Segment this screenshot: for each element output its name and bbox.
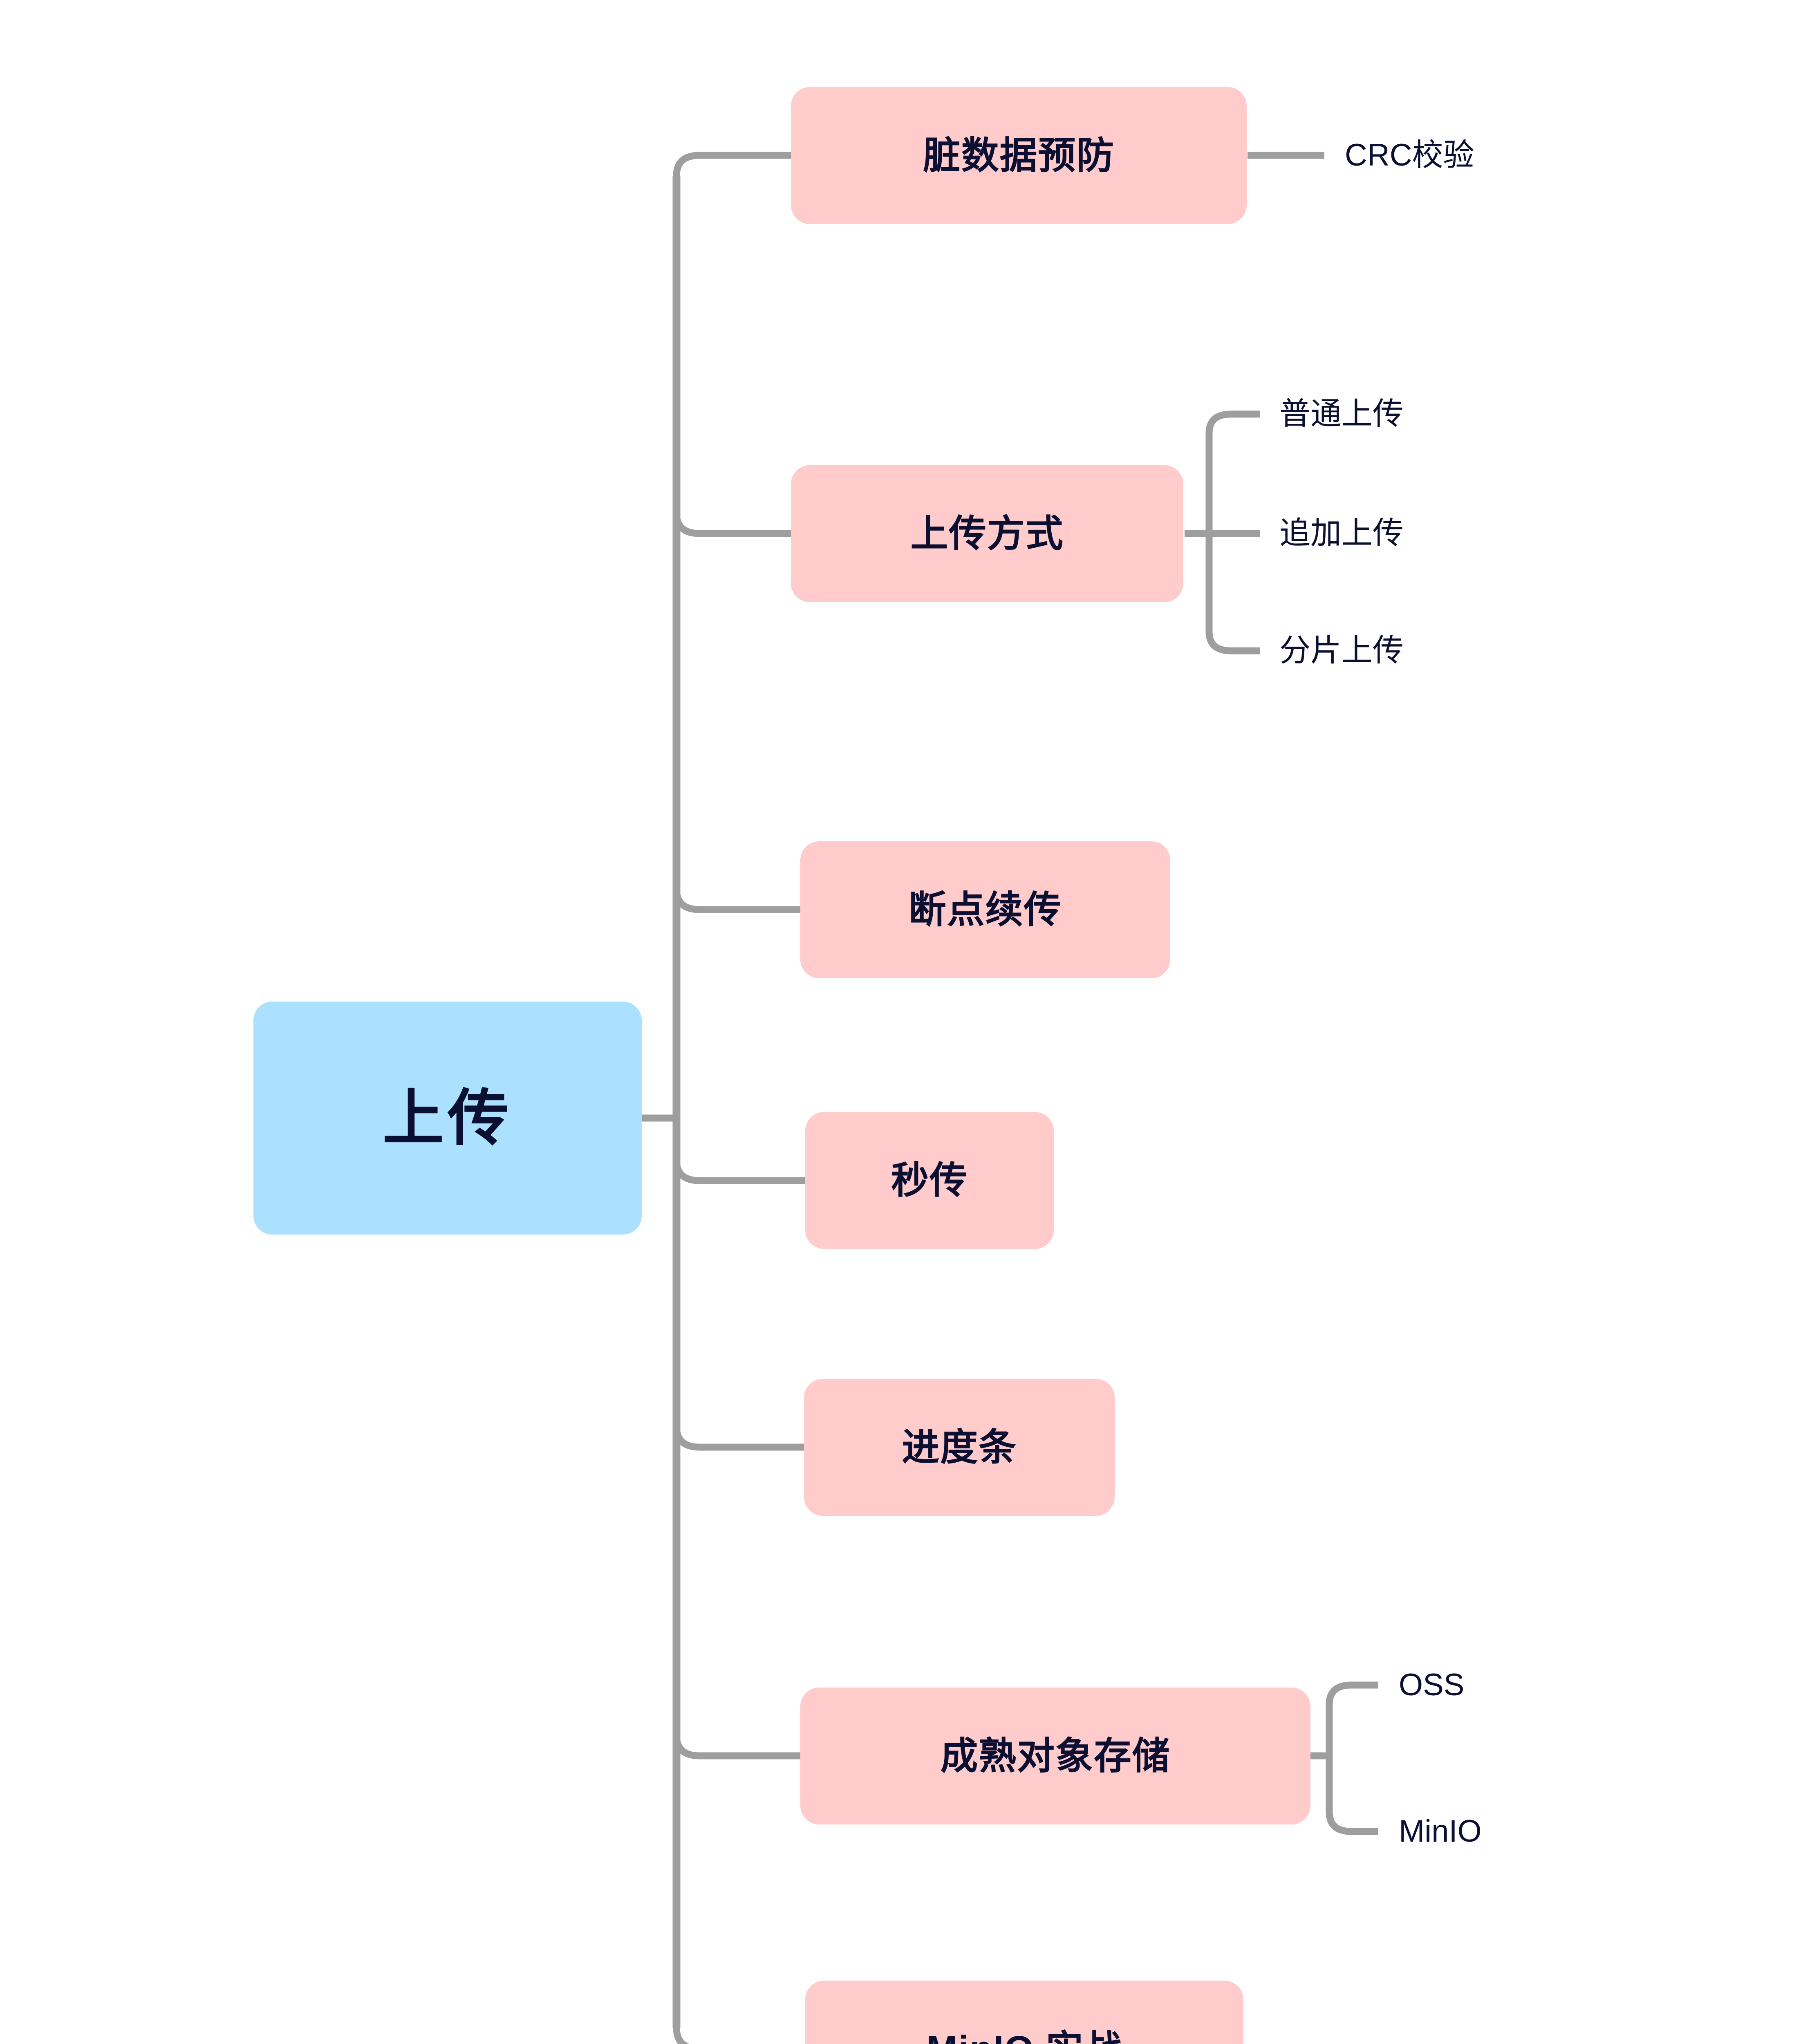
mindmap-topic-progress-bar[interactable]: 进度条 bbox=[804, 1379, 1115, 1516]
wire-branch-2 bbox=[673, 889, 801, 913]
mindmap-topic-label: 上传方式 bbox=[910, 513, 1064, 555]
wire-branch-5 bbox=[673, 1735, 801, 1759]
mindmap-topic-label: 进度条 bbox=[902, 1426, 1017, 1468]
mindmap-leaf-normal-upload[interactable]: 普通上传 bbox=[1279, 397, 1404, 431]
mindmap-topic-label: 成熟对象存储 bbox=[940, 1735, 1171, 1777]
wire-branch-4 bbox=[673, 1426, 805, 1451]
wire-sub-1-2 bbox=[1205, 631, 1260, 654]
wire-sub-1-0 bbox=[1205, 410, 1260, 434]
wire-branch-3 bbox=[673, 1160, 807, 1184]
mindmap-root-node[interactable]: 上传 bbox=[253, 1002, 642, 1235]
mindmap-topic-instant-upload[interactable]: 秒传 bbox=[805, 1112, 1054, 1249]
mindmap-topic-minio-practice[interactable]: MinIO 实战 bbox=[805, 1981, 1243, 2044]
mindmap-topic-object-storage[interactable]: 成熟对象存储 bbox=[800, 1688, 1310, 1824]
mindmap-topic-dirty-data-prevention[interactable]: 脏数据预防 bbox=[791, 87, 1247, 224]
mindmap-topic-label: MinIO 实战 bbox=[926, 2031, 1122, 2044]
mindmap-topic-upload-methods[interactable]: 上传方式 bbox=[791, 465, 1183, 602]
wire-branch-1 bbox=[673, 513, 797, 537]
mindmap-topic-label: 秒传 bbox=[891, 1159, 968, 1201]
mindmap-topic-label: 脏数据预防 bbox=[923, 134, 1115, 177]
mindmap-topic-resumable-upload[interactable]: 断点续传 bbox=[800, 841, 1170, 978]
mindmap-topic-label: 断点续传 bbox=[908, 889, 1062, 931]
mindmap-leaf-multipart-upload[interactable]: 分片上传 bbox=[1279, 633, 1404, 668]
wire-branch-6 bbox=[673, 2027, 690, 2044]
mindmap-leaf-minio[interactable]: MinIO bbox=[1399, 1814, 1482, 1849]
mindmap-leaf-oss[interactable]: OSS bbox=[1399, 1667, 1465, 1702]
wire-branch-0 bbox=[673, 152, 797, 176]
wire-sub-5-0 bbox=[1326, 1681, 1378, 1705]
mindmap-root-label: 上传 bbox=[382, 1084, 513, 1152]
mindmap-leaf-crc-check[interactable]: CRC校验 bbox=[1345, 138, 1474, 173]
mindmap-leaf-append-upload[interactable]: 追加上传 bbox=[1279, 516, 1404, 551]
wire-sub-5-1 bbox=[1326, 1811, 1378, 1835]
